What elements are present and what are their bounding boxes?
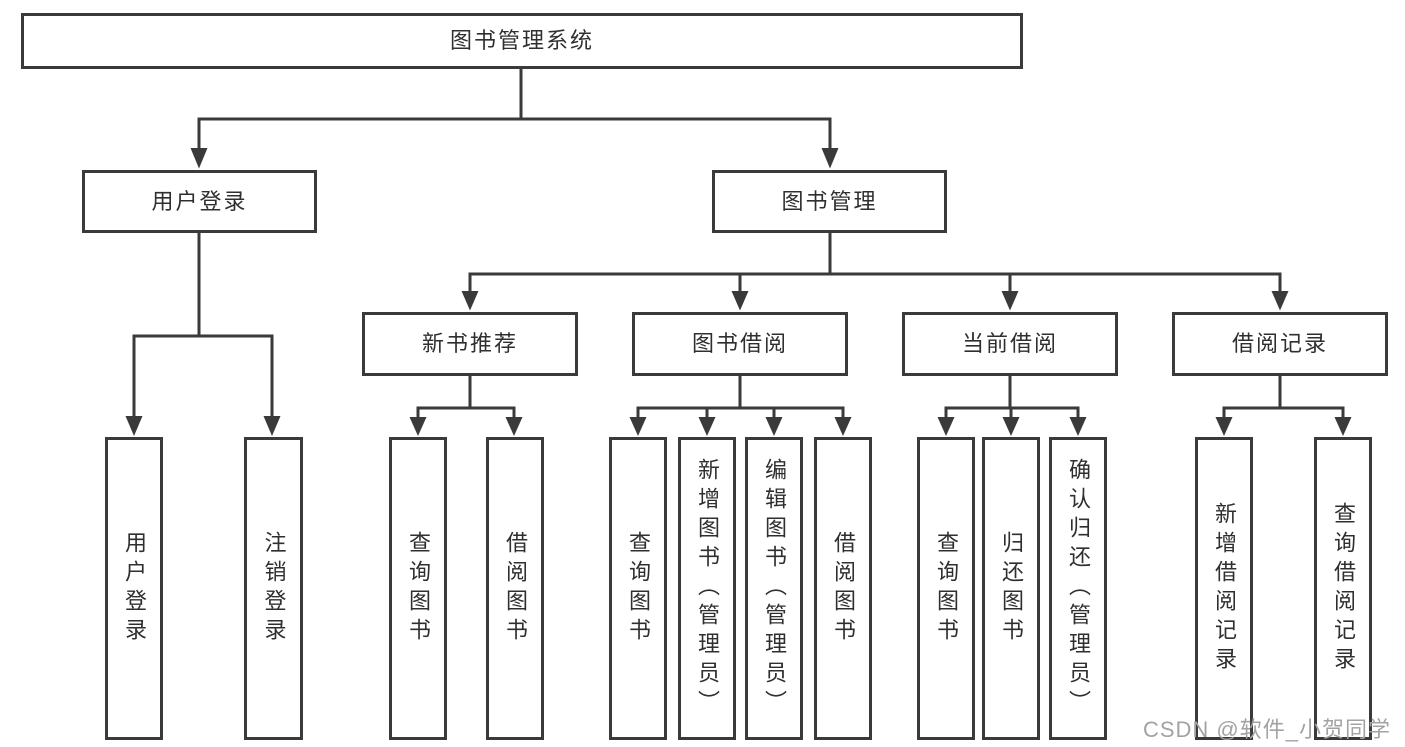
node-label: 图书管理 [781, 188, 878, 214]
connector-user-login-branch [125, 233, 281, 436]
node-label: 当前借阅 [961, 331, 1058, 356]
csdn-watermark: CSDN @软件_小贺同学 [1142, 717, 1391, 742]
node-label: 用户登录 [151, 188, 248, 214]
leaf-label: 用户登录 [122, 530, 147, 647]
node-borrow-records: 借阅记录 [1172, 312, 1388, 376]
leaf-logout: 注销登录 [244, 437, 303, 740]
leaf-recommend-borrow-books: 借阅图书 [486, 437, 544, 740]
leaf-label: 借阅图书 [831, 530, 856, 647]
connector-borrow-records-branch [1215, 376, 1352, 436]
connector-book-management-branch [461, 233, 1289, 311]
node-label: 新书推荐 [421, 331, 518, 356]
leaf-label: 查询借阅记录 [1331, 501, 1356, 676]
node-book-borrow: 图书借阅 [632, 312, 848, 376]
leaf-label: 查询图书 [626, 530, 651, 647]
node-current-borrow: 当前借阅 [902, 312, 1118, 376]
connector-current-borrow-branch [937, 376, 1087, 436]
node-user-login: 用户登录 [82, 170, 317, 233]
node-label: 图书管理系统 [449, 28, 594, 53]
connector-book-borrow-branch [629, 376, 852, 436]
leaf-label: 新增图书（管理员） [695, 458, 720, 719]
node-new-book-recommend: 新书推荐 [362, 312, 578, 376]
leaf-borrow-edit-books-admin: 编辑图书（管理员） [745, 437, 803, 740]
leaf-recommend-query-books: 查询图书 [389, 437, 447, 740]
leaf-borrow-add-books-admin: 新增图书（管理员） [678, 437, 736, 740]
leaf-current-query-books: 查询图书 [917, 437, 975, 740]
leaf-label: 归还图书 [999, 530, 1024, 647]
node-library-system: 图书管理系统 [21, 13, 1023, 69]
leaf-records-query-record: 查询借阅记录 [1314, 437, 1372, 740]
leaf-label: 编辑图书（管理员） [762, 458, 787, 719]
connector-root-to-level1 [190, 69, 839, 169]
node-label: 图书借阅 [691, 331, 788, 356]
leaf-current-return-books: 归还图书 [982, 437, 1040, 740]
leaf-borrow-borrow-books: 借阅图书 [814, 437, 872, 740]
leaf-label: 查询图书 [406, 530, 431, 647]
leaf-label: 注销登录 [261, 530, 287, 647]
node-book-management: 图书管理 [712, 170, 947, 233]
leaf-user-login: 用户登录 [105, 437, 163, 740]
leaf-label: 新增借阅记录 [1212, 501, 1237, 676]
leaf-label: 确认归还（管理员） [1066, 458, 1091, 719]
leaf-borrow-query-books: 查询图书 [609, 437, 667, 740]
leaf-records-add-record: 新增借阅记录 [1195, 437, 1253, 740]
leaf-current-confirm-return-admin: 确认归还（管理员） [1049, 437, 1107, 740]
connector-new-book-recommend-branch [409, 376, 523, 436]
node-label: 借阅记录 [1231, 331, 1328, 356]
leaf-label: 借阅图书 [503, 530, 528, 647]
leaf-label: 查询图书 [934, 530, 959, 647]
